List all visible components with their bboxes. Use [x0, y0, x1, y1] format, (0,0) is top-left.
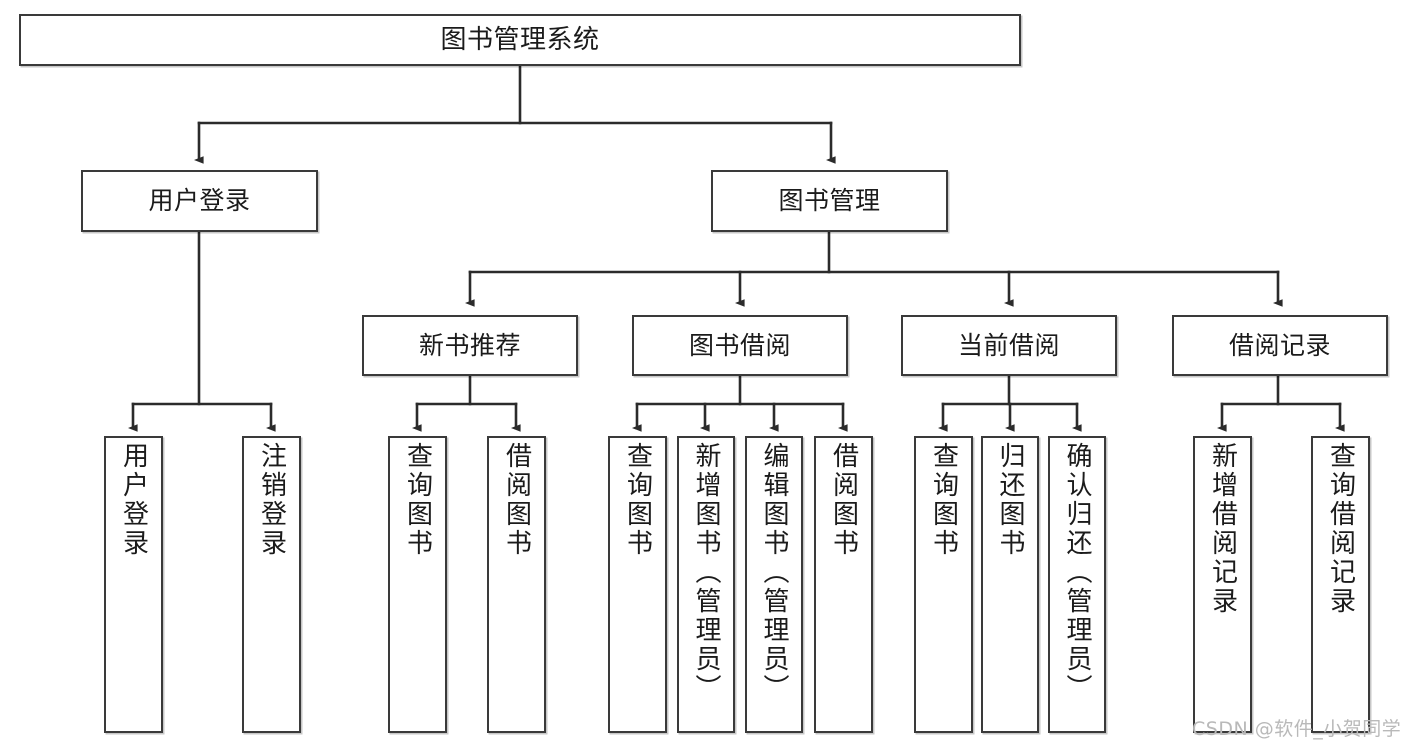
- node-user-login[interactable]: 用户登录: [81, 170, 318, 232]
- node-leaf-query-book-1[interactable]: 查询图书: [388, 436, 447, 733]
- node-borrow-record-label: 借阅记录: [1228, 330, 1331, 360]
- node-leaf-query-book-3[interactable]: 查询图书: [914, 436, 973, 733]
- node-leaf-query-book-2-label: 查询图书: [622, 442, 653, 558]
- node-book-borrow-label: 图书借阅: [688, 330, 791, 360]
- node-root-label: 图书管理系统: [440, 24, 600, 55]
- node-leaf-return-book-label: 归还图书: [995, 442, 1025, 558]
- node-leaf-add-book[interactable]: 新增图书（管理员）: [677, 436, 735, 733]
- node-leaf-add-record-label: 新增借阅记录: [1207, 442, 1238, 616]
- node-leaf-query-record[interactable]: 查询借阅记录: [1311, 436, 1370, 733]
- node-book-management[interactable]: 图书管理: [711, 170, 948, 232]
- node-leaf-user-login[interactable]: 用户登录: [104, 436, 163, 733]
- node-leaf-logout-label: 注销登录: [256, 442, 287, 558]
- node-leaf-query-record-label: 查询借阅记录: [1325, 442, 1356, 616]
- node-leaf-confirm-return-label: 确认归还（管理员）: [1062, 442, 1092, 703]
- node-leaf-borrow-book-1-label: 借阅图书: [501, 442, 532, 558]
- node-leaf-edit-book[interactable]: 编辑图书（管理员）: [745, 436, 803, 733]
- node-leaf-query-book-3-label: 查询图书: [928, 442, 959, 558]
- node-root[interactable]: 图书管理系统: [19, 14, 1021, 66]
- node-borrow-record[interactable]: 借阅记录: [1172, 315, 1388, 376]
- node-book-borrow[interactable]: 图书借阅: [632, 315, 848, 376]
- node-leaf-add-record[interactable]: 新增借阅记录: [1193, 436, 1252, 733]
- node-leaf-add-book-label: 新增图书（管理员）: [691, 442, 721, 703]
- node-leaf-borrow-book-1[interactable]: 借阅图书: [487, 436, 546, 733]
- node-leaf-logout[interactable]: 注销登录: [242, 436, 301, 733]
- node-current-borrow[interactable]: 当前借阅: [901, 315, 1117, 376]
- node-leaf-borrow-book-2-label: 借阅图书: [828, 442, 859, 558]
- node-leaf-query-book-1-label: 查询图书: [402, 442, 433, 558]
- csdn-watermark: CSDN @软件_小贺同学: [1192, 718, 1402, 740]
- node-new-book-recommend[interactable]: 新书推荐: [362, 315, 578, 376]
- node-current-borrow-label: 当前借阅: [957, 330, 1060, 360]
- node-new-book-recommend-label: 新书推荐: [418, 330, 521, 360]
- node-leaf-borrow-book-2[interactable]: 借阅图书: [814, 436, 873, 733]
- node-leaf-return-book[interactable]: 归还图书: [981, 436, 1039, 733]
- node-user-login-label: 用户登录: [148, 186, 251, 216]
- node-leaf-edit-book-label: 编辑图书（管理员）: [759, 442, 789, 703]
- node-leaf-confirm-return[interactable]: 确认归还（管理员）: [1048, 436, 1106, 733]
- node-leaf-query-book-2[interactable]: 查询图书: [608, 436, 667, 733]
- node-book-management-label: 图书管理: [778, 186, 881, 216]
- node-leaf-user-login-label: 用户登录: [118, 442, 149, 558]
